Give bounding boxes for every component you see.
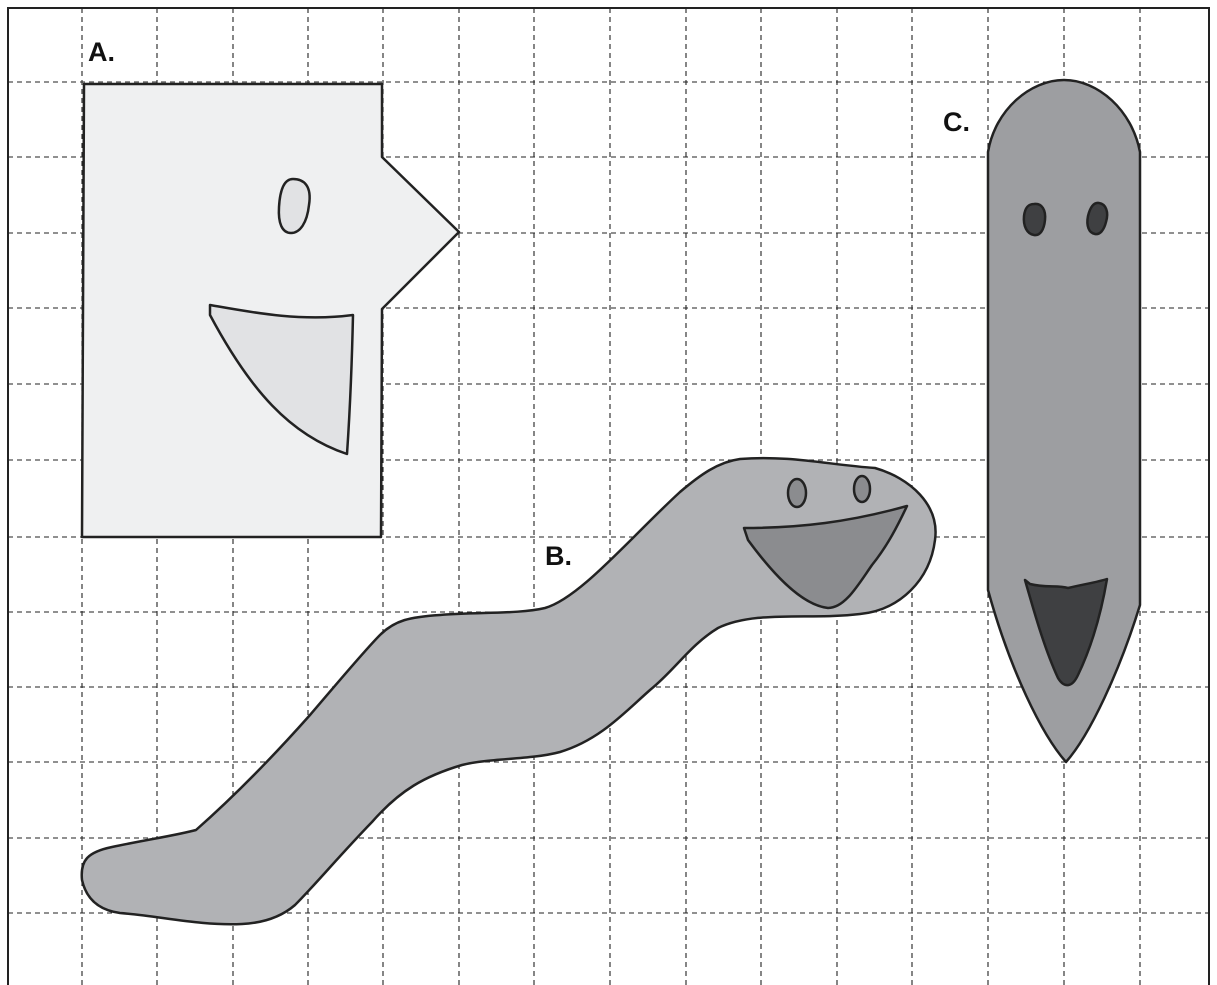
shape-c-left-eye: [1024, 204, 1045, 235]
shape-b-right-eye: [854, 476, 870, 502]
label-c: C.: [943, 107, 970, 137]
shape-c: [988, 80, 1140, 762]
label-b: B.: [545, 541, 572, 571]
shape-c-right-eye: [1087, 203, 1107, 234]
shape-b-left-eye: [788, 479, 806, 507]
label-a: A.: [88, 37, 115, 67]
